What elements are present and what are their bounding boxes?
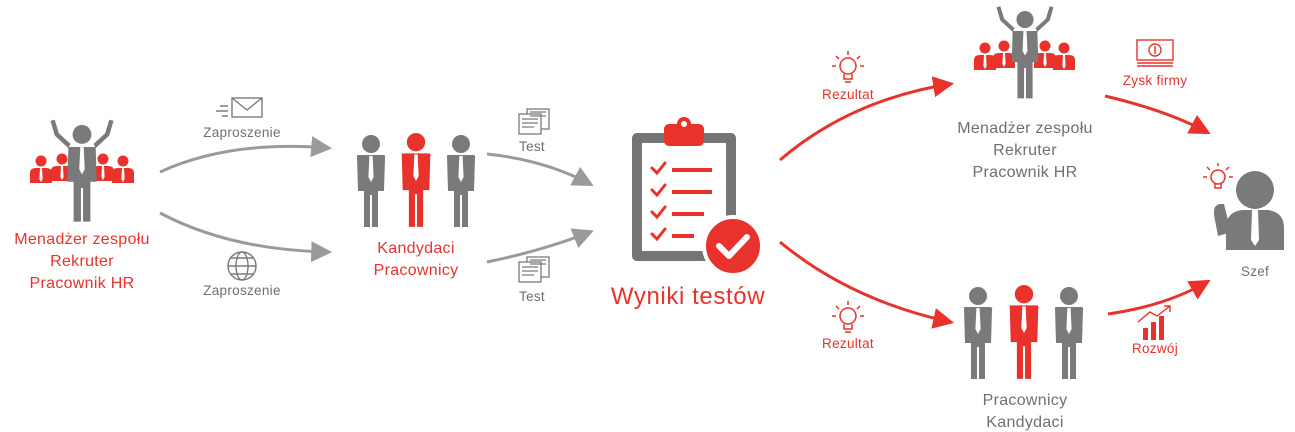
document-icon: [518, 108, 550, 135]
test-top-label: Test: [519, 139, 545, 154]
candidates-label: Kandydaci Pracownicy: [346, 238, 486, 282]
left-group-figures: [30, 119, 134, 222]
arrow-invite-top: [159, 136, 333, 174]
result-bottom-label: Rezultat: [822, 336, 874, 351]
invite-bottom-label: Zaproszenie: [203, 283, 281, 298]
boss-figure: [1213, 171, 1284, 250]
envelope-icon: [216, 97, 263, 118]
invite-top-label: Zaproszenie: [203, 125, 281, 140]
result-top-label: Rezultat: [822, 87, 874, 102]
arrow-result-top: [779, 76, 955, 162]
test-bottom-label: Test: [519, 289, 545, 304]
role-label: Rekruter: [993, 142, 1057, 159]
boss-label: Szef: [1240, 264, 1270, 279]
right-top-group-label: Menadżer zespołu Rekruter Pracownik HR: [935, 118, 1115, 184]
document-icon: [518, 256, 550, 283]
lightbulb-icon: [1203, 163, 1233, 189]
growth-chart-icon: [1137, 305, 1171, 340]
clipboard-check-icon: [632, 117, 764, 277]
role-label: Pracownik HR: [972, 164, 1078, 181]
group-label-line: Pracownicy: [373, 262, 459, 279]
arrow-test-bottom: [486, 228, 594, 264]
money-icon: [1136, 39, 1174, 67]
candidates-figures: [356, 133, 476, 227]
globe-icon: [227, 251, 257, 281]
lightbulb-icon: [832, 51, 864, 83]
center-title: Wyniki testów: [610, 283, 766, 310]
lightbulb-icon: [832, 301, 864, 333]
group-label-line: Kandydaci: [986, 414, 1064, 431]
arrow-invite-bottom: [159, 211, 333, 263]
role-label: Menadżer zespołu: [14, 231, 150, 248]
growth-label: Rozwój: [1131, 341, 1179, 356]
left-group-label: Menadżer zespołu Rekruter Pracownik HR: [0, 229, 172, 295]
arrow-profit: [1104, 94, 1211, 134]
group-label-line: Kandydaci: [377, 240, 455, 257]
right-top-group-figures: [974, 6, 1075, 99]
role-label: Pracownik HR: [29, 275, 135, 292]
group-label-line: Pracownicy: [982, 392, 1068, 409]
profit-label: Zysk firmy: [1122, 73, 1188, 88]
arrow-growth: [1107, 279, 1211, 316]
arrow-test-top: [486, 152, 594, 186]
right-bottom-group-figures: [963, 285, 1084, 379]
role-label: Menadżer zespołu: [957, 120, 1093, 137]
manager-figure: [50, 119, 114, 222]
arrow-result-bottom: [779, 240, 955, 329]
right-bottom-group-label: Pracownicy Kandydaci: [950, 390, 1100, 432]
role-label: Rekruter: [50, 253, 114, 270]
